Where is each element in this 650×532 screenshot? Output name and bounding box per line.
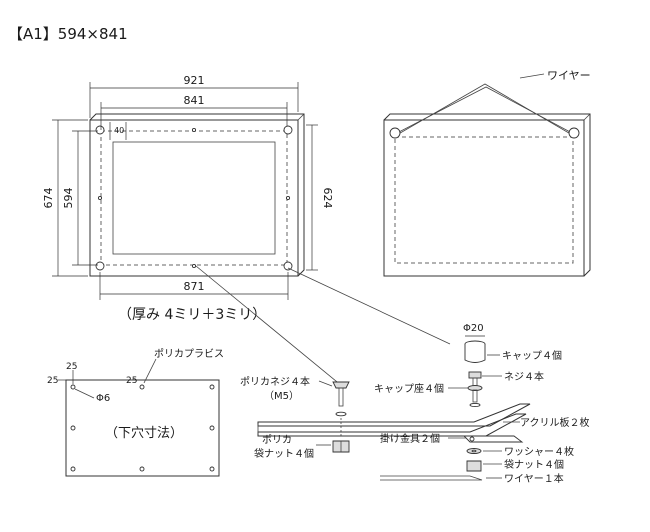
- exploded-parts: Φ20 キャップ４個 ネジ４本 キャップ座４個 ポリカネジ４本 （: [240, 323, 590, 485]
- poly-nut-label: 袋ナット４個: [254, 447, 314, 460]
- front-screw-hole: [95, 261, 105, 271]
- front-board-edge: [89, 113, 305, 277]
- hole-size-label: Φ6: [96, 393, 110, 404]
- front-outer-board: [89, 119, 299, 277]
- poly-screw-size: （M5）: [264, 390, 299, 402]
- dim-margin: 40: [114, 126, 124, 135]
- hanger-label: 掛け金具２個: [380, 432, 440, 445]
- dim-right-height: 624: [321, 188, 334, 209]
- front-screw-hole: [95, 125, 105, 135]
- cap-seat-label: キャップ座４個: [374, 382, 444, 395]
- plate-outline: [65, 379, 220, 477]
- screw-label: ネジ４本: [504, 370, 544, 383]
- back-dashed-outline: [394, 136, 574, 264]
- front-dashed-outline: [100, 130, 288, 266]
- screw: [468, 371, 482, 379]
- wire-label: ワイヤー: [547, 69, 591, 82]
- poly-label: ポリカ: [262, 434, 292, 446]
- cap-label: キャップ４個: [502, 349, 562, 362]
- dim-bottom-width: 871: [184, 280, 205, 293]
- washer-label: ワッシャー４枚: [504, 445, 574, 458]
- plate-dim-left: 25: [47, 376, 58, 386]
- dim-inner-height: 594: [62, 188, 75, 209]
- dim-inner-width: 841: [184, 94, 205, 107]
- back-hanger: [568, 127, 580, 139]
- back-view: ワイヤー: [383, 69, 591, 277]
- thickness-note: （厚み 4ミリ＋3ミリ）: [118, 307, 266, 323]
- wire-part-label: ワイヤー１本: [504, 472, 564, 485]
- polycarbonate-plate: ポリカプラビス 25 25 25 Φ6 （下穴寸法）: [47, 348, 224, 477]
- dim-outer-width: 921: [184, 74, 205, 87]
- diagram-title: 【A1】594×841: [8, 25, 128, 43]
- plate-caption: （下穴寸法）: [105, 426, 183, 441]
- nut-label: 袋ナット４個: [504, 458, 564, 471]
- back-hanger: [389, 127, 401, 139]
- cap-nut: [466, 460, 482, 472]
- front-inner-window: [112, 141, 276, 255]
- back-board: [383, 119, 585, 277]
- acrylic-plate: [257, 403, 531, 427]
- poly-screw: [332, 381, 350, 389]
- plate-dim-top: 25: [66, 362, 77, 372]
- poly-screw-label: ポリカネジ４本: [240, 375, 310, 388]
- plate-dim-inner: 25: [126, 376, 137, 386]
- wire-segment: [380, 475, 483, 481]
- front-screw-hole: [283, 261, 293, 271]
- acrylic-plate: [257, 413, 527, 437]
- front-view: 921 841 40 674 594 624 871 （厚み 4ミリ＋3ミリ）: [42, 74, 334, 323]
- cap-diameter: Φ20: [463, 323, 484, 334]
- hanger-bracket: [462, 435, 524, 443]
- front-screw-hole: [283, 125, 293, 135]
- acrylic-label: アクリル板２枚: [520, 416, 590, 429]
- plate-label: ポリカプラビス: [154, 348, 224, 360]
- dim-outer-height: 674: [42, 188, 55, 209]
- hanging-wire: [394, 83, 575, 137]
